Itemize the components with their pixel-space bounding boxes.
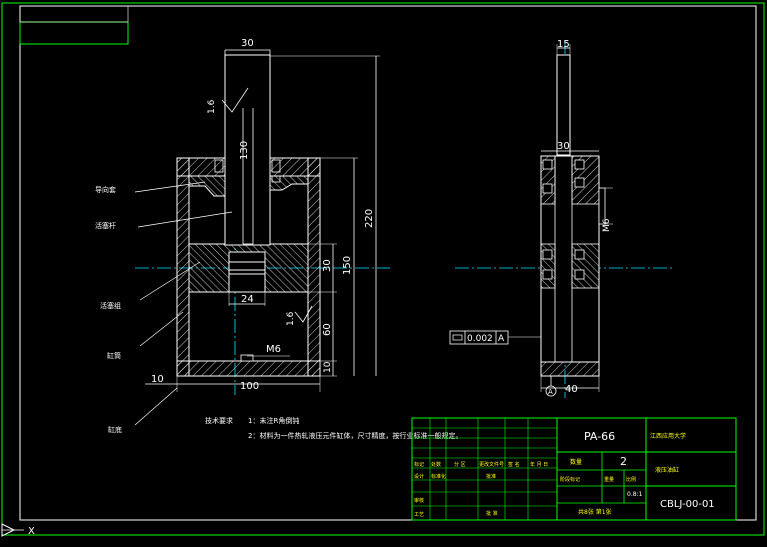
side-dim-body-top: 30: [557, 141, 570, 152]
notes-item-1: 1：未注R角倒钝: [248, 416, 299, 425]
tb-material: PA-66: [584, 430, 615, 443]
tb-part-name: 液压油缸: [655, 466, 679, 474]
tb-header-change: 更改文件号: [479, 461, 504, 468]
seal-right-lower: [271, 175, 281, 183]
technical-notes: 技术要求 1：未注R角倒钝 2：材料为一件热轧液压元件缸体，尺寸精度，按行业标准…: [205, 416, 462, 440]
callout-piston: 活塞组: [100, 301, 121, 310]
tb-row-design: 设计: [414, 473, 424, 480]
ucs-x-label: X: [28, 526, 35, 537]
callout-guide-sleeve: 导向套: [95, 185, 116, 194]
tolerance-symbol: [452, 334, 463, 341]
dim-rod-length: 130: [239, 141, 250, 160]
callout-cylinder-base: 缸底: [108, 425, 122, 434]
dim-thread: M6: [266, 344, 281, 355]
tb-header-zone: 分 区: [454, 461, 466, 468]
drawing-code-box: [19, 21, 129, 45]
side-dim-port-thread: M6: [602, 218, 612, 232]
side-dim-width: 40: [565, 384, 578, 395]
notes-heading: 技术要求: [205, 416, 233, 425]
dim-bore-width: 24: [241, 294, 254, 305]
dim-piston-height: 30: [322, 259, 333, 272]
tb-header-sign: 签 名: [508, 461, 520, 468]
side-dim-rod-width: 15: [557, 39, 570, 50]
dim-wall-thickness: 10: [151, 374, 164, 385]
datum-label: A: [548, 388, 553, 396]
roughness-lower: 1.6: [286, 311, 296, 326]
dim-lower-chamber: 60: [322, 323, 333, 336]
side-view: M6 15 30 40 A 0.002 A: [449, 39, 672, 398]
cylinder-base: [176, 360, 321, 377]
tb-sheet: 共8张 第1张: [578, 508, 612, 516]
guide-sleeve-left: [188, 175, 226, 197]
tb-drawing-no: CBLJ-00-01: [660, 499, 715, 510]
callout-piston-rod: 活塞杆: [95, 221, 116, 230]
piston-rod: [224, 54, 271, 246]
tb-quantity: 2: [620, 455, 627, 468]
tb-quantity-label: 数量: [570, 458, 582, 466]
dim-total-height: 220: [364, 209, 375, 228]
piston-bore: [228, 251, 266, 293]
tb-row-process: 工艺: [414, 512, 424, 518]
drawing-code-box-top: [19, 5, 129, 23]
seal-left: [214, 159, 224, 173]
tb-row-mark: 标记: [414, 461, 424, 468]
tb-stage-label: 阶段标记: [560, 476, 580, 483]
datum-symbol: [545, 385, 557, 397]
seal-right: [271, 159, 281, 173]
tolerance-datum: A: [498, 334, 505, 344]
top-cap-left: [176, 157, 226, 177]
tb-header-count: 处数: [431, 461, 441, 468]
dim-outer-width: 100: [240, 381, 259, 392]
tb-approval: 批准: [486, 473, 496, 480]
tb-header-date: 年 月 日: [530, 461, 548, 468]
tolerance-value: 0.002: [467, 334, 493, 344]
tb-approve: 批 准: [486, 510, 498, 517]
tb-scale: 0.8:1: [627, 491, 643, 498]
tb-standardization: 标准化: [431, 473, 446, 480]
cylinder-right-wall: [307, 157, 321, 377]
title-block: 标记 设计 审核 工艺 处数 分 区 更改文件号 签 名 年 月 日 标准化 批…: [411, 417, 737, 521]
roughness-symbol-upper: [221, 87, 249, 113]
dim-base-thickness: 10: [323, 361, 333, 373]
dim-rod-width: 30: [241, 38, 254, 49]
roughness-upper: 1.6: [207, 99, 217, 114]
notes-item-2: 2：材料为一件热轧液压元件缸体，尺寸精度，按行业标准一般规定。: [248, 431, 462, 440]
dim-inner-height: 150: [342, 256, 353, 275]
side-rod: [556, 54, 571, 156]
drawing-frame: [19, 5, 757, 521]
guide-sleeve-right: [269, 175, 309, 191]
base-thread-hole: [240, 354, 254, 362]
ucs-icon: X: [1, 523, 35, 537]
top-cap-right: [269, 157, 321, 177]
tb-row-review: 审核: [414, 497, 424, 504]
cylinder-left-wall: [176, 157, 190, 377]
tb-weight-label: 重量: [604, 476, 614, 483]
callout-cylinder: 缸筒: [107, 351, 121, 360]
tolerance-frame: [449, 330, 509, 345]
tb-school: 江西应用大学: [650, 432, 686, 440]
outer-sheet-border: [1, 2, 765, 536]
roughness-symbol-lower: [294, 305, 313, 323]
side-base: [540, 361, 600, 377]
front-view: 30 130 220 150 30 60 10 24 M6 100 10: [95, 38, 390, 434]
side-port: [598, 187, 606, 225]
tb-ratio-label: 比例: [626, 476, 636, 483]
